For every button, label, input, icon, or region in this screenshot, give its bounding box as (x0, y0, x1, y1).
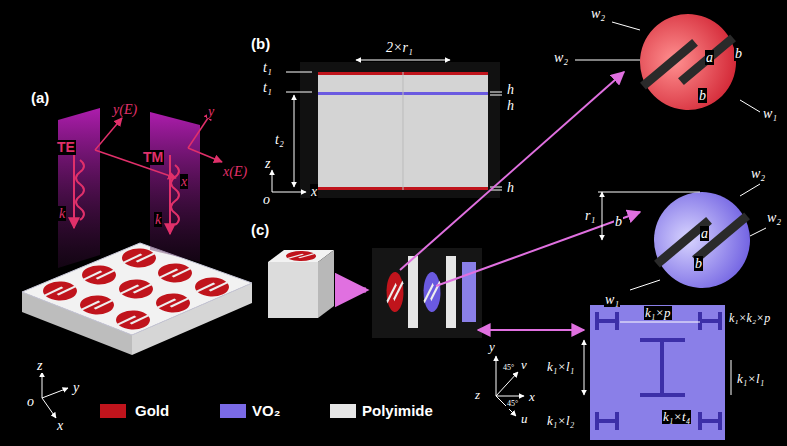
dimension-label: y (488, 340, 496, 354)
dimension-label: z (36, 358, 43, 373)
legend-text: Polyimide (362, 403, 433, 420)
dimension-label: k₁×l₁ (546, 360, 575, 374)
dimension-label: b (734, 46, 743, 61)
dimension-label: y(E) (112, 102, 138, 117)
dimension-label: x (180, 174, 188, 189)
panel-label: (a) (30, 90, 50, 107)
dimension-label: h (506, 180, 515, 195)
dimension-label: w₁ (762, 106, 778, 121)
dimension-label: k₁×l₂ (546, 414, 575, 428)
dimension-label: k (58, 206, 66, 221)
dimension-label: z (474, 388, 481, 402)
dimension-label: b (614, 214, 623, 229)
dimension-label: w₂ (766, 210, 782, 225)
dimension-label: z (264, 156, 271, 171)
dimension-label: h (506, 98, 515, 113)
dimension-label: x (528, 390, 536, 404)
dimension-label: k₁×k₂×p (728, 312, 771, 325)
dimension-label: x(E) (222, 164, 248, 179)
dimension-label: k₁×t₄ (662, 410, 691, 424)
dimension-label: r₁ (584, 208, 596, 223)
angle-label: 45° (506, 400, 519, 409)
dimension-label: w₂ (590, 6, 606, 21)
dimension-label: h (506, 82, 515, 97)
legend-swatch (100, 404, 126, 418)
polarization-label: TE (56, 140, 76, 155)
polarization-label: TM (142, 150, 164, 165)
dimension-label: y (207, 104, 215, 119)
dimension-label: b (694, 256, 703, 271)
dimension-label: t₁ (262, 80, 273, 95)
legend-text: VO₂ (252, 403, 280, 420)
dimension-label: 2×r₁ (385, 40, 414, 55)
legend-swatch (330, 404, 356, 418)
legend-swatch (220, 404, 246, 418)
panel-label: (b) (250, 36, 271, 53)
dimension-label: y (72, 380, 80, 395)
legend-text: Gold (135, 403, 169, 420)
dimension-label: o (26, 394, 35, 409)
dimension-label: a (705, 50, 714, 65)
dimension-label: x (310, 184, 318, 199)
angle-label: 45° (502, 364, 515, 373)
dimension-label: b (698, 88, 707, 103)
dimension-label: a (700, 226, 709, 241)
dimension-label: k (154, 212, 162, 227)
dimension-label: w₂ (750, 166, 766, 181)
dimension-label: o (262, 192, 271, 207)
dimension-label: k₁×p (644, 306, 672, 320)
dimension-label: v (520, 358, 528, 372)
dimension-label: k₁×l₁ (736, 372, 765, 386)
dimension-label: w₁ (604, 292, 620, 307)
dimension-label: t₁ (262, 60, 273, 75)
dimension-label: x (56, 418, 64, 433)
dimension-label: w₂ (553, 50, 569, 65)
dimension-label: u (520, 412, 529, 426)
panel-label: (c) (250, 222, 270, 239)
dimension-label: t₂ (274, 132, 285, 147)
